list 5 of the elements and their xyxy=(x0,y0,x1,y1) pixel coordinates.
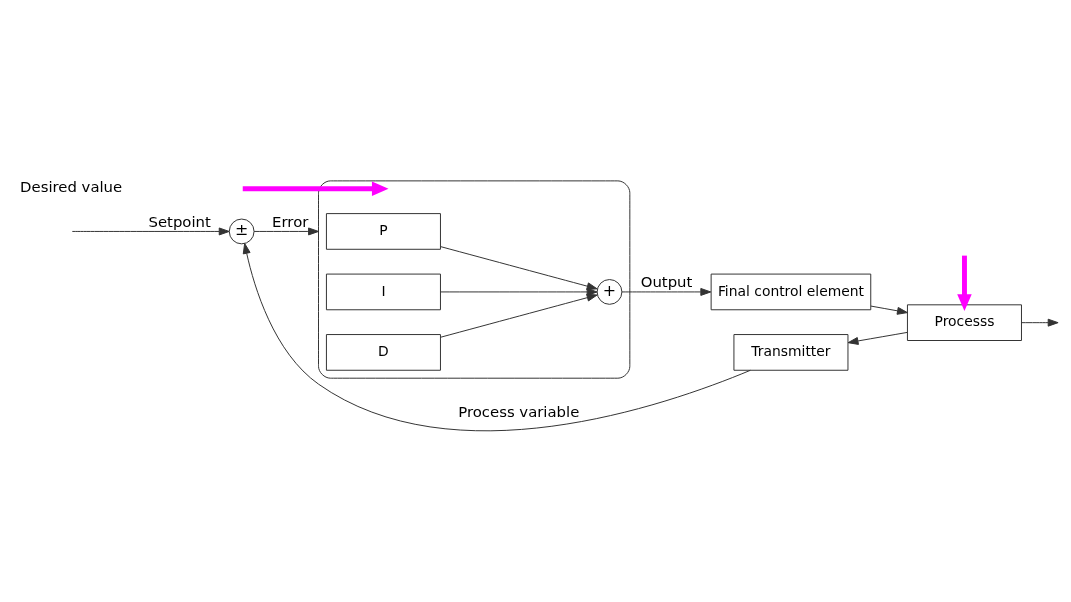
edge-label: Error xyxy=(272,212,309,231)
edge-label: Process variable xyxy=(458,402,580,421)
label: Desired value xyxy=(20,178,123,197)
edge-label: Output xyxy=(640,272,693,291)
edge-label: Setpoint xyxy=(148,212,211,231)
